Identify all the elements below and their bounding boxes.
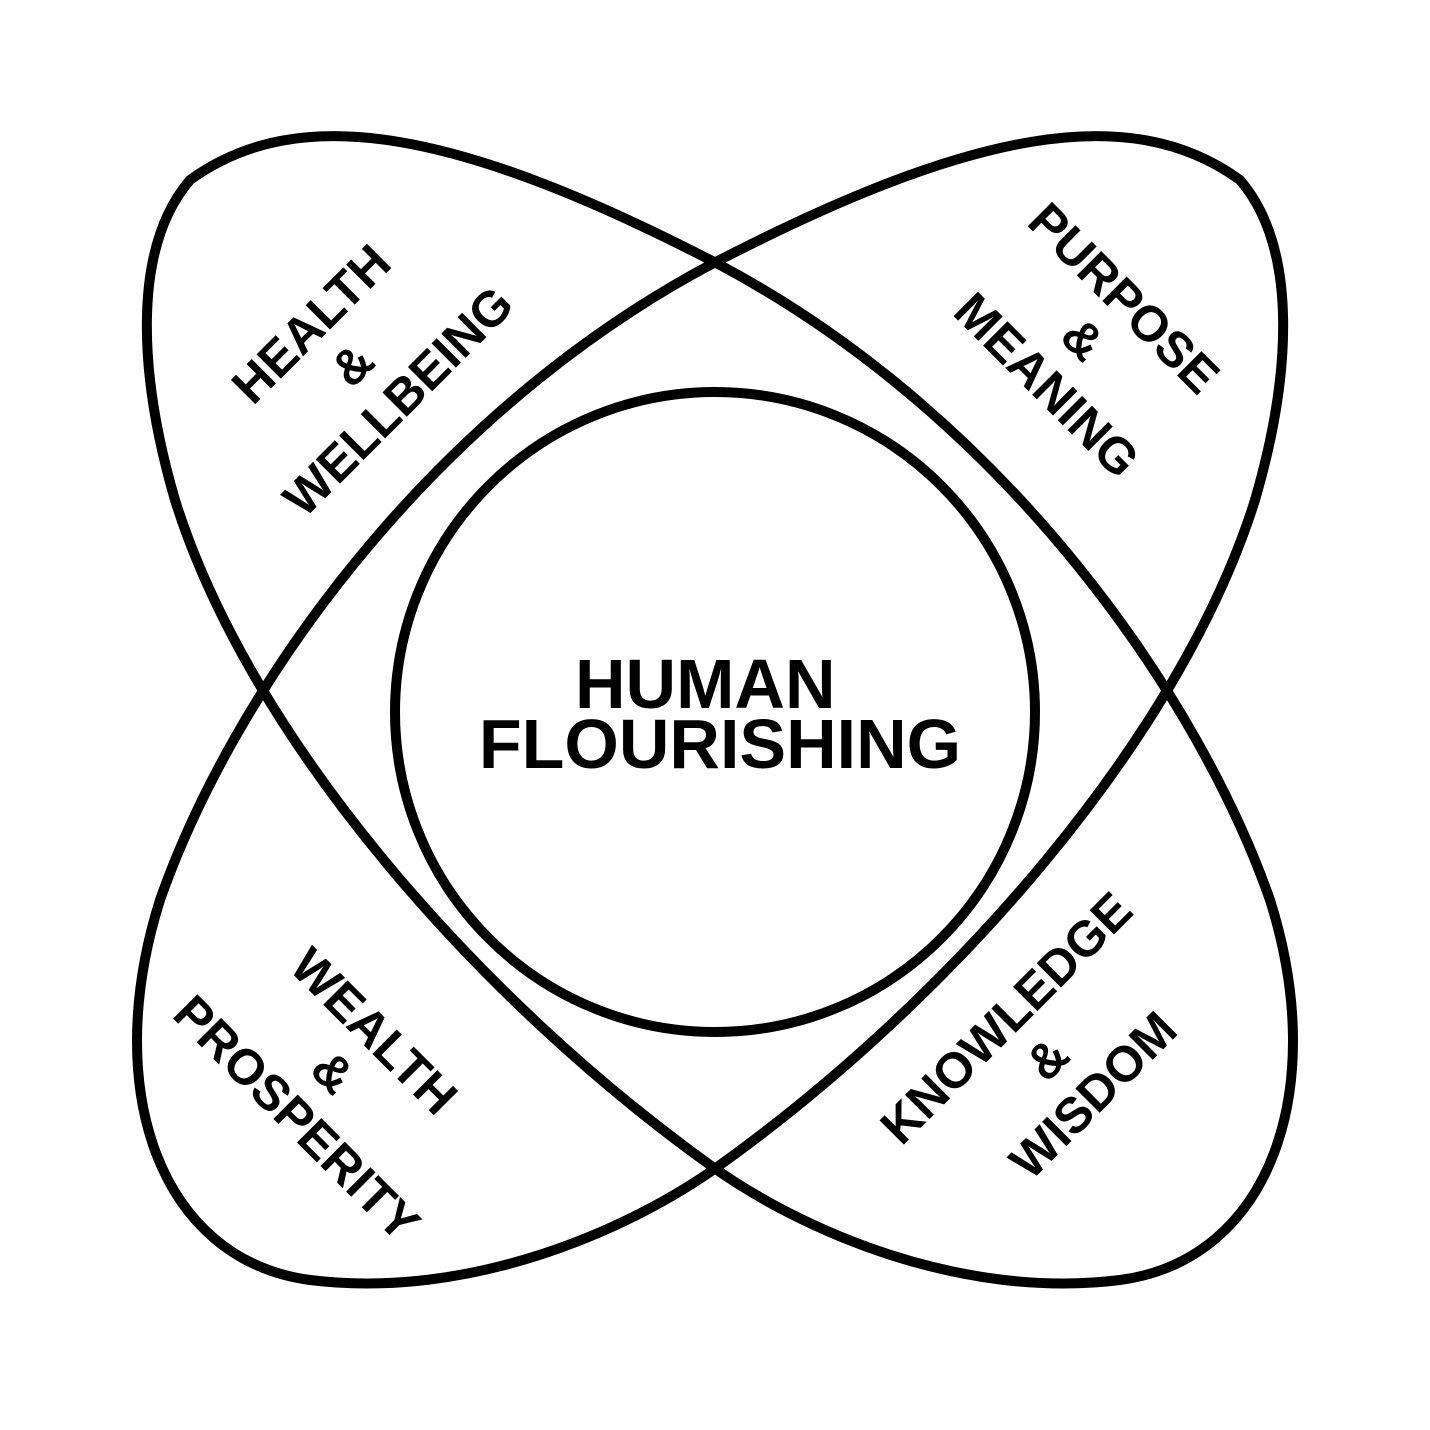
top-left-label: HEALTH & WELLBEING xyxy=(190,193,524,527)
svg-text:HEALTH & WELLBEING: HEALTH & WELLBEING xyxy=(190,193,524,527)
petal-top-right-bottom-left xyxy=(132,131,1289,1289)
center-label-line-1: HUMAN xyxy=(575,645,836,723)
svg-text:WEALTH & PROSPERIT: WEALTH & PROSPERITY xyxy=(163,902,513,1252)
bottom-right-label: KNOWLEDGE & WISDOM xyxy=(870,872,1235,1237)
svg-text:KNOWLEDGE & WISDOM: KNOWLEDGE & WISDOM xyxy=(870,872,1235,1237)
center-circle xyxy=(390,387,1040,1037)
center-label-line-2: FLOURISHING xyxy=(479,705,961,783)
bottom-left-label: WEALTH & PROSPERITY xyxy=(163,902,513,1252)
center-label: HUMAN FLOURISHING xyxy=(479,645,961,783)
top-right-label: PURPOSE & MEANING xyxy=(936,192,1240,496)
svg-text:PURPOSE & MEANING: PURPOSE & MEANING xyxy=(936,192,1240,496)
